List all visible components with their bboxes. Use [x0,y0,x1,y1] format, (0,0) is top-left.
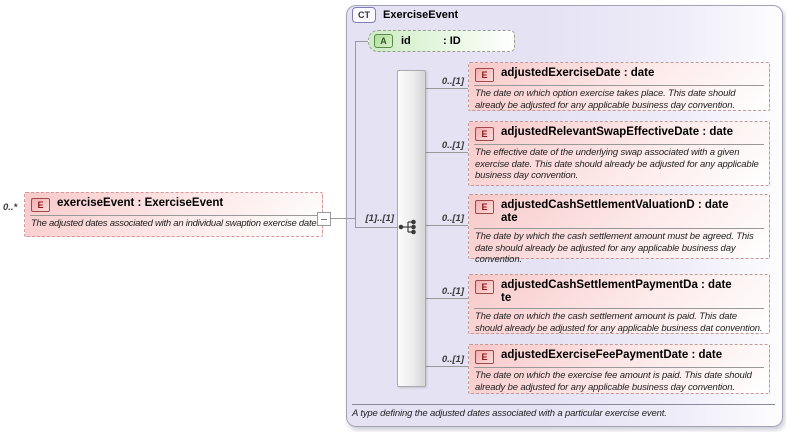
element-icon: E [475,68,494,82]
attribute-box-id[interactable]: A id : ID [368,30,515,52]
element-name: exerciseEvent : ExerciseEvent [57,197,224,209]
connector-line-child-1 [424,88,468,89]
attribute-icon: A [374,34,393,48]
element-annotation: The date on which the cash settlement am… [474,308,764,337]
cardinality-child-1: 0..[1] [441,76,464,87]
element-box-exerciseevent[interactable]: E exerciseEvent : ExerciseEvent The adju… [24,192,323,237]
connector-line-child-3 [424,225,468,226]
attribute-type: : ID [443,35,461,47]
element-annotation: The date on which the exercise fee amoun… [474,367,764,396]
element-icon: E [475,200,494,214]
element-icon: E [475,350,494,364]
element-header: E adjustedCashSettlementValuationD : dat… [469,195,769,227]
connector-line-to-sequence [355,227,398,228]
element-header: E adjustedExerciseDate : date [469,63,769,84]
cardinality-source: 0..* [3,202,18,213]
connector-line-child-5 [424,366,468,367]
element-annotation: The effective date of the underlying swa… [474,144,764,185]
connector-line-entry [330,218,356,219]
connector-line-child-4 [424,298,468,299]
complextype-header: CT ExerciseEvent [352,7,458,23]
element-box-adjustedcashsettlementvaluationdate[interactable]: E adjustedCashSettlementValuationD : dat… [468,194,770,265]
element-name: adjustedExerciseFeePaymentDate : date [501,349,723,361]
element-icon: E [475,280,494,294]
element-icon: E [31,198,50,212]
complextype-icon: CT [352,7,376,23]
cardinality-child-5: 0..[1] [441,354,464,365]
cardinality-child-3: 0..[1] [441,213,464,224]
element-box-adjustedcashsettlementpaymentdate[interactable]: E adjustedCashSettlementPaymentDa : date… [468,274,770,334]
attribute-name: id [401,35,411,47]
element-header: E adjustedExerciseFeePaymentDate : date [469,345,769,366]
element-header: E adjustedCashSettlementPaymentDa : date… [469,275,769,307]
element-header: E adjustedRelevantSwapEffectiveDate : da… [469,122,769,143]
connector-line-vertical [355,41,356,228]
cardinality-child-2: 0..[1] [441,140,464,151]
element-box-adjustedexercisefeepaymentdate[interactable]: E adjustedExerciseFeePaymentDate : date … [468,344,770,394]
element-icon: E [475,127,494,141]
connector-line-attribute [355,41,368,42]
element-annotation: The adjusted dates associated with an in… [30,215,317,233]
complextype-annotation: A type defining the adjusted dates assoc… [352,404,775,419]
element-box-adjustedexercisedate[interactable]: E adjustedExerciseDate : date The date o… [468,62,770,111]
connector-line-child-2 [424,152,468,153]
element-header: E exerciseEvent : ExerciseEvent [25,193,322,214]
sequence-icon [398,219,416,235]
collapse-toggle-icon[interactable] [317,212,331,226]
element-name: adjustedExerciseDate : date [501,67,655,79]
element-name: adjustedRelevantSwapEffectiveDate : date [501,126,733,138]
cardinality-sequence: [1]..[1] [365,213,395,224]
element-annotation: The date on which option exercise takes … [474,85,764,114]
element-annotation: The date by which the cash settlement am… [474,228,764,269]
complextype-title: ExerciseEvent [383,9,459,21]
element-box-adjustedrelevantswapeffectivedate[interactable]: E adjustedRelevantSwapEffectiveDate : da… [468,121,770,186]
cardinality-child-4: 0..[1] [441,286,464,297]
